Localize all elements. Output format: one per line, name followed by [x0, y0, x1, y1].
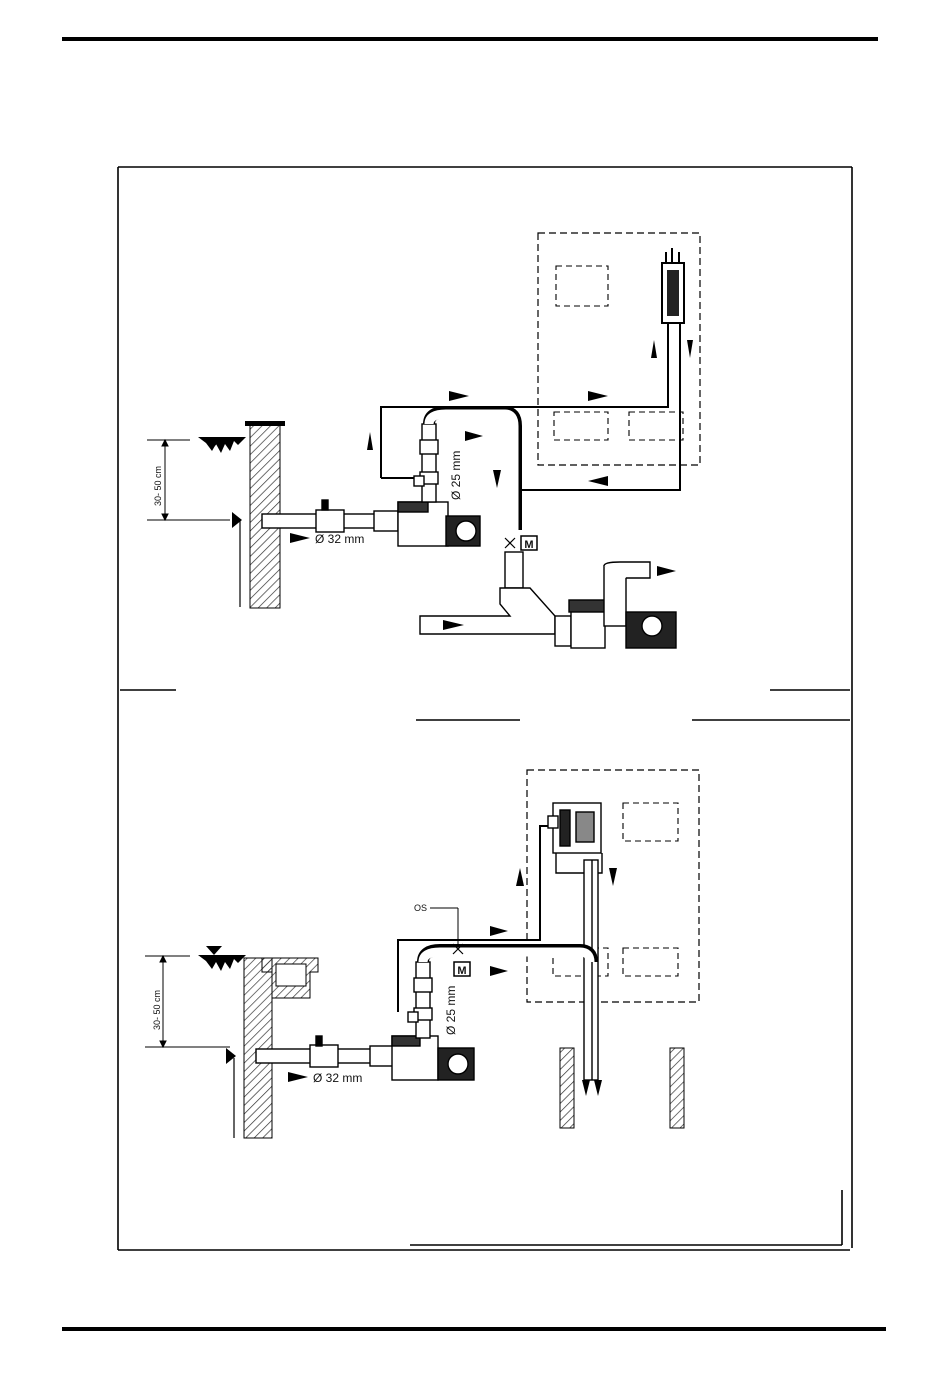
flow-arrow-icon: [493, 470, 501, 488]
control-unit: [548, 803, 601, 853]
valve-label: M: [524, 539, 533, 551]
flow-arrow-icon: [367, 432, 373, 450]
flow-arrow-icon: [490, 926, 508, 936]
figure-frame: [118, 167, 852, 1250]
flow-arrow-icon: [449, 391, 469, 401]
water-surface-icon: [198, 955, 246, 971]
pump: [392, 1036, 474, 1080]
flow-arrow-icon: [516, 868, 524, 886]
callout-label: OS: [414, 903, 427, 913]
top-installation: 30- 50 cm Ø 32 mm Ø 25 mm: [147, 233, 700, 648]
equipment-box: [629, 412, 683, 440]
suction-pipe: [256, 1036, 394, 1067]
height-label: 30- 50 cm: [153, 466, 163, 506]
flow-arrow-icon: [657, 566, 676, 576]
pump: [398, 502, 480, 546]
height-label: 30- 50 cm: [152, 990, 162, 1030]
flow-arrow-icon: [594, 1080, 602, 1096]
return-pipe-label: Ø 25 mm: [449, 451, 463, 500]
flow-arrow-icon: [588, 391, 608, 401]
drain-pipes: [584, 860, 598, 1080]
feed-line: [453, 826, 548, 940]
suction-pipe: [262, 500, 398, 532]
drain-wall: [560, 1048, 574, 1128]
main-pipe: [420, 552, 676, 648]
suction-pipe-label: Ø 32 mm: [315, 532, 364, 546]
equipment-box: [623, 948, 678, 976]
equipment-box: [554, 412, 608, 440]
flow-arrow-icon: [651, 340, 657, 358]
flow-arrow-icon: [490, 966, 508, 976]
flow-arrow-icon: [588, 476, 608, 486]
suction-pipe-label: Ø 32 mm: [313, 1071, 362, 1085]
equipment-box: [556, 266, 608, 306]
pool-wall: [244, 958, 272, 1138]
flow-arrow-icon: [465, 431, 483, 441]
return-pipe-label: Ø 25 mm: [444, 986, 458, 1035]
valve-label: M: [457, 965, 466, 977]
water-surface-icon: [198, 437, 246, 453]
equipment-box: [623, 803, 678, 841]
flow-arrow-icon: [609, 868, 617, 886]
return-pipe: [408, 950, 592, 1038]
drain-wall: [670, 1048, 684, 1128]
electrolysis-cell: [662, 248, 684, 323]
flow-arrow-icon: [288, 1072, 308, 1082]
bottom-installation: 30- 50 cm Ø 32 mm Ø 25 mm: [145, 770, 699, 1138]
flow-arrow-icon: [687, 340, 693, 358]
flow-arrow-icon: [582, 1080, 590, 1096]
flow-arrow-icon: [290, 533, 310, 543]
